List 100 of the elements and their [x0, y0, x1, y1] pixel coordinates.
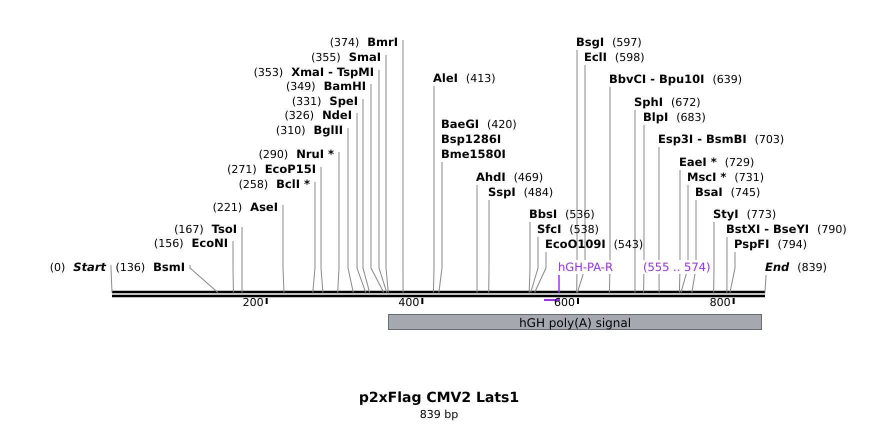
site-name: BaeGI — [441, 117, 480, 131]
leader-line — [432, 86, 434, 293]
leader-line — [348, 128, 354, 293]
leader-line — [378, 70, 388, 293]
site-name: SmaI — [348, 50, 381, 64]
position-label: (745) — [730, 186, 760, 199]
site-name: BsmI — [153, 260, 185, 274]
site-name: AseI — [250, 200, 278, 214]
leader-line — [534, 252, 546, 293]
leader-line — [729, 252, 736, 293]
leader-line — [488, 200, 490, 293]
position-label: (413) — [466, 72, 496, 85]
position-label: (597) — [612, 36, 642, 49]
site-name: TsoI — [212, 222, 237, 236]
position-label: (221) — [212, 201, 242, 214]
dna-backbone — [112, 290, 765, 298]
site-name: EclI — [584, 50, 607, 64]
position-label: (156) — [154, 237, 184, 250]
site-name: SspI — [488, 185, 516, 199]
position-label: (271) — [227, 163, 257, 176]
position-label: (0) — [50, 261, 66, 274]
site-name: SfcI — [537, 222, 562, 236]
map-title: p2xFlag CMV2 Lats1 — [358, 390, 520, 406]
site-name: BsaI — [695, 185, 723, 199]
site-name: NruI * — [296, 147, 334, 161]
leader-line — [370, 84, 384, 293]
leader-line — [576, 64, 586, 293]
position-label: (672) — [670, 96, 701, 109]
site-name: AleI — [433, 71, 458, 85]
leader-line — [680, 184, 688, 293]
site-name: BstXI - BseYI — [726, 222, 810, 236]
scale-label: 800 — [710, 296, 731, 309]
position-label: (355) — [311, 51, 341, 64]
position-label: (469) — [514, 171, 544, 184]
leader-line — [232, 240, 234, 293]
primer-name: hGH-PA-R — [558, 260, 613, 274]
scale-label: 200 — [242, 296, 264, 309]
position-label: (349) — [286, 80, 316, 93]
site-name: Start — [73, 260, 106, 274]
position-label: (729) — [724, 156, 754, 169]
leader-line — [190, 264, 218, 293]
position-label: (167) — [174, 223, 204, 236]
position-label: (538) — [569, 223, 599, 236]
site-name: BsgI — [576, 35, 604, 49]
leader-line — [658, 146, 660, 293]
leader-line — [678, 170, 680, 293]
leader-line — [643, 124, 644, 293]
leader-line — [282, 204, 284, 293]
position-label: (598) — [614, 51, 644, 64]
site-name: BglII — [314, 123, 343, 137]
site-name: BamHI — [324, 79, 366, 93]
position-label: (136) — [116, 261, 146, 274]
leader-line — [634, 110, 636, 293]
position-label: (310) — [276, 124, 306, 137]
site-name: EaeI * — [679, 155, 717, 169]
position-label: (731) — [734, 171, 764, 184]
feature-bar: hGH poly(A) signal — [388, 314, 762, 330]
position-label: (790) — [817, 223, 847, 236]
leader-line — [726, 236, 728, 293]
position-label: (536) — [565, 208, 595, 221]
position-label: (703) — [754, 133, 784, 146]
position-label: (683) — [676, 111, 706, 124]
site-name: PspFI — [734, 237, 770, 251]
position-label: (794) — [777, 238, 808, 251]
site-name: BbvCI - Bpu10I — [609, 72, 704, 86]
position-label: (353) — [254, 66, 284, 79]
position-label: (374) — [330, 36, 360, 49]
site-name: Esp3I - BsmBI — [658, 132, 747, 146]
site-name: NdeI — [322, 108, 352, 122]
scale-label: 400 — [398, 296, 420, 309]
site-name: BclI * — [276, 177, 310, 191]
leader-line — [337, 152, 340, 293]
scale-label: 600 — [554, 296, 575, 309]
position-label: (331) — [292, 95, 322, 108]
leader-line — [402, 40, 404, 293]
position-label: (290) — [258, 148, 288, 161]
leader-line — [528, 222, 530, 293]
leader-line — [386, 54, 389, 293]
site-name: SpeI — [329, 94, 358, 108]
primer-line — [558, 275, 560, 292]
site-name: StyI — [713, 207, 739, 221]
site-name: SphI — [634, 95, 663, 109]
leader-line — [713, 222, 714, 293]
leader-line — [312, 182, 316, 293]
site-name: AhdI — [476, 170, 506, 184]
position-label: (543) — [614, 238, 644, 251]
position-label: (258) — [238, 178, 268, 191]
position-label: (773) — [746, 208, 776, 221]
position-label: (839) — [797, 261, 827, 274]
site-name: EcoP15I — [264, 162, 316, 176]
primer-range: (555 .. 574) — [642, 260, 710, 274]
leader-line — [362, 98, 370, 293]
leader-line — [241, 226, 242, 293]
site-name: End — [765, 260, 790, 274]
site-name: XmaI - TspMI — [291, 65, 374, 79]
site-name: EcoO109I — [545, 237, 606, 251]
leader-line — [110, 264, 112, 293]
site-name: Bsp1286I — [441, 132, 502, 146]
position-label: (639) — [712, 73, 742, 86]
position-label: (326) — [284, 109, 314, 122]
